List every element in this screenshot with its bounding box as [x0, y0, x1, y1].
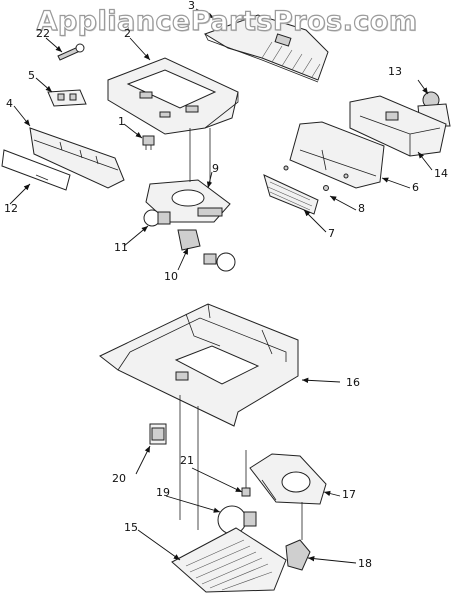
callout-15: 15 [124, 521, 138, 534]
callout-10: 10 [164, 270, 178, 283]
callout-4: 4 [6, 97, 13, 110]
part-19-bulb [217, 505, 257, 535]
part-6-shroud [289, 121, 385, 189]
part-10-socket [177, 229, 236, 272]
callout-7: 7 [328, 227, 335, 240]
part-16-tray [99, 303, 299, 427]
callout-11: 11 [114, 241, 128, 254]
part-1-switch [142, 135, 155, 150]
callout-21: 21 [180, 454, 194, 467]
callout-18: 18 [358, 557, 372, 570]
callout-3: 3 [188, 0, 195, 12]
part-7-lens [263, 174, 319, 215]
callout-22: 22 [36, 27, 50, 40]
part-4-trim [29, 127, 125, 189]
part-2-frame [107, 57, 239, 135]
callout-1: 1 [118, 115, 125, 128]
callout-13: 13 [388, 65, 402, 78]
part-17-lamp-cover [249, 453, 327, 505]
watermark-text: AppliancePartsPros.com [36, 5, 418, 37]
part-14-housing [349, 95, 447, 157]
part-22-screw [57, 43, 85, 61]
part-8-screw [283, 165, 329, 191]
leader-lines [9, 8, 433, 564]
callout-8: 8 [358, 202, 365, 215]
callout-5: 5 [28, 69, 35, 82]
part-5-bracket [47, 89, 87, 107]
callout-16: 16 [346, 376, 360, 389]
part-12-strip [1, 149, 71, 191]
part-11-bulb [143, 209, 171, 227]
callout-6: 6 [412, 181, 419, 194]
callout-19: 19 [156, 486, 170, 499]
callout-14: 14 [434, 167, 448, 180]
callout-9: 9 [212, 162, 219, 175]
part-15-grille [171, 527, 287, 593]
callout-17: 17 [342, 488, 356, 501]
part-21-screw [241, 487, 251, 497]
part-18-socket [285, 539, 311, 571]
callout-12: 12 [4, 202, 18, 215]
callout-2: 2 [124, 27, 131, 40]
part-20-switch [149, 423, 167, 445]
part-3-cover [203, 14, 329, 83]
callout-20: 20 [112, 472, 126, 485]
